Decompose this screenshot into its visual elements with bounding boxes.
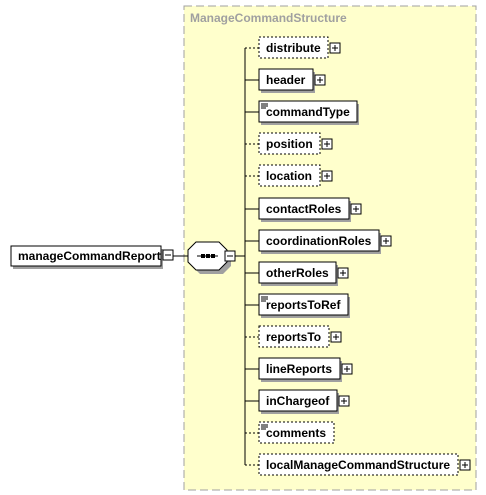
element-box[interactable] bbox=[258, 293, 349, 316]
sequence-dot-1 bbox=[201, 254, 205, 258]
simple-type-icon bbox=[261, 424, 268, 430]
element-label: reportsTo bbox=[266, 330, 321, 344]
element-box[interactable] bbox=[258, 132, 321, 155]
element-box[interactable] bbox=[258, 453, 459, 476]
root-element[interactable]: manageCommandReport bbox=[10, 245, 163, 269]
root-collapse-icon[interactable] bbox=[162, 249, 174, 261]
expand-icon[interactable] bbox=[341, 363, 353, 375]
expand-icon[interactable] bbox=[338, 395, 350, 407]
element-reports-to[interactable]: reportsTo bbox=[245, 325, 342, 348]
expand-icon[interactable] bbox=[337, 267, 349, 279]
element-in-chargeof[interactable]: inChargeof bbox=[245, 389, 350, 414]
element-distribute[interactable]: distribute bbox=[245, 36, 341, 59]
element-command-type[interactable]: commandType bbox=[245, 100, 359, 125]
sequence-dot-2 bbox=[206, 254, 210, 258]
expand-icon[interactable] bbox=[321, 170, 333, 182]
element-label: contactRoles bbox=[266, 202, 342, 216]
root-element-label: manageCommandReport bbox=[18, 249, 161, 263]
element-local-manage-command-structure[interactable]: localManageCommandStructure bbox=[245, 453, 471, 476]
root-element-box[interactable] bbox=[10, 245, 162, 267]
element-label: otherRoles bbox=[266, 266, 329, 280]
expand-icon[interactable] bbox=[330, 331, 342, 343]
element-comments[interactable]: comments bbox=[245, 421, 335, 444]
element-label: localManageCommandStructure bbox=[266, 458, 450, 472]
element-coordination-roles[interactable]: coordinationRoles bbox=[245, 229, 392, 254]
element-box[interactable] bbox=[258, 229, 380, 252]
element-reports-to-ref[interactable]: reportsToRef bbox=[245, 293, 350, 318]
element-box[interactable] bbox=[258, 164, 321, 187]
complex-type-title: ManageCommandStructure bbox=[190, 11, 347, 25]
element-contact-roles[interactable]: contactRoles bbox=[245, 197, 362, 222]
element-line-reports[interactable]: lineReports bbox=[245, 357, 353, 382]
sequence-compositor[interactable] bbox=[187, 241, 231, 274]
simple-type-icon bbox=[261, 296, 268, 302]
element-label: header bbox=[266, 73, 306, 87]
element-label: comments bbox=[266, 426, 326, 440]
element-position[interactable]: position bbox=[245, 132, 333, 155]
element-box[interactable] bbox=[258, 261, 337, 284]
element-box[interactable] bbox=[258, 325, 330, 348]
element-box[interactable] bbox=[258, 389, 338, 412]
simple-type-icon bbox=[261, 103, 268, 109]
element-label: position bbox=[266, 137, 313, 151]
element-box[interactable] bbox=[258, 36, 329, 59]
child-elements: distribute header commandType position locat… bbox=[244, 36, 471, 476]
expand-icon[interactable] bbox=[314, 74, 326, 86]
element-box[interactable] bbox=[258, 421, 335, 444]
element-box[interactable] bbox=[258, 68, 314, 91]
sequence-dot-3 bbox=[211, 254, 215, 258]
element-label: commandType bbox=[266, 105, 350, 119]
element-header[interactable]: header bbox=[245, 68, 326, 93]
element-box[interactable] bbox=[258, 100, 358, 123]
element-label: inChargeof bbox=[266, 394, 330, 408]
expand-icon[interactable] bbox=[321, 138, 333, 150]
element-other-roles[interactable]: otherRoles bbox=[245, 261, 349, 286]
element-label: location bbox=[266, 169, 312, 183]
element-box[interactable] bbox=[258, 357, 341, 380]
element-label: reportsToRef bbox=[266, 298, 341, 312]
expand-icon[interactable] bbox=[350, 203, 362, 215]
element-label: coordinationRoles bbox=[266, 234, 372, 248]
expand-icon[interactable] bbox=[459, 459, 471, 471]
element-box[interactable] bbox=[258, 197, 350, 220]
element-label: distribute bbox=[266, 41, 321, 55]
expand-icon[interactable] bbox=[329, 42, 341, 54]
element-label: lineReports bbox=[266, 362, 332, 376]
sequence-collapse-icon[interactable] bbox=[224, 250, 236, 262]
expand-icon[interactable] bbox=[380, 235, 392, 247]
element-location[interactable]: location bbox=[245, 164, 333, 187]
